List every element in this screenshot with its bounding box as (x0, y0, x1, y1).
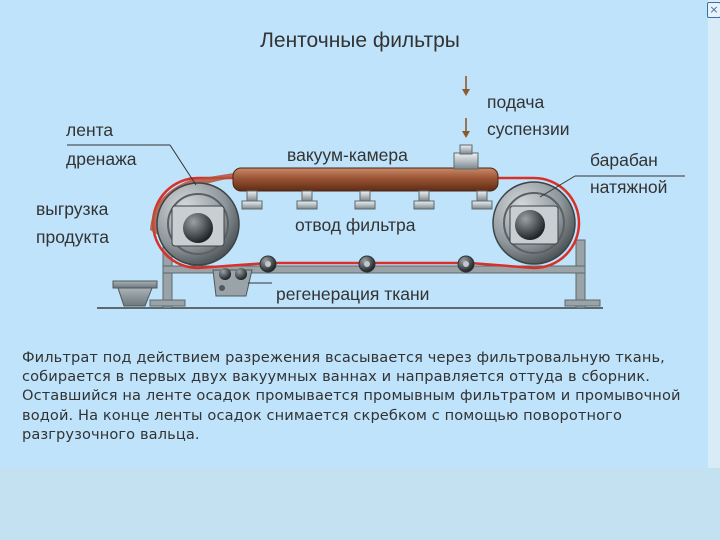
label-cloth-regeneration: регенерация ткани (276, 284, 429, 304)
feed-arrows (462, 76, 470, 138)
feed-nozzle (453, 144, 479, 170)
label-drum-line1: барабан (590, 150, 658, 170)
discharge-drum (156, 182, 240, 266)
belt-filter-diagram: Ленточные фильтры (36, 29, 685, 309)
window-edge (708, 0, 720, 468)
label-feed-line2: суспензии (487, 119, 570, 139)
tension-drum (492, 181, 576, 265)
label-drum-line2: натяжной (590, 177, 667, 197)
slide-canvas (0, 0, 708, 468)
leader-lines (67, 144, 685, 284)
label-belt-line1: лента (66, 120, 113, 140)
label-discharge-line1: выгрузка (36, 199, 109, 219)
close-icon[interactable]: × (707, 2, 720, 18)
label-discharge-line2: продукта (36, 227, 109, 247)
label-filtrate-outlet: отвод фильтра (295, 215, 416, 235)
slide-title: Ленточные фильтры (260, 29, 460, 52)
label-belt-line2: дренажа (66, 149, 137, 169)
label-feed-line1: подача (487, 92, 545, 112)
filtrate-outlets (241, 190, 493, 210)
regeneration-unit (212, 268, 253, 297)
filter-belt (151, 176, 581, 270)
bottom-band (0, 468, 720, 540)
label-vacuum-chamber: вакуум-камера (287, 145, 408, 165)
vacuum-chamber (232, 167, 499, 192)
description-text: Фильтрат под действием разрежения всасыв… (22, 349, 681, 443)
product-hopper (112, 280, 158, 307)
return-rollers (259, 255, 475, 273)
